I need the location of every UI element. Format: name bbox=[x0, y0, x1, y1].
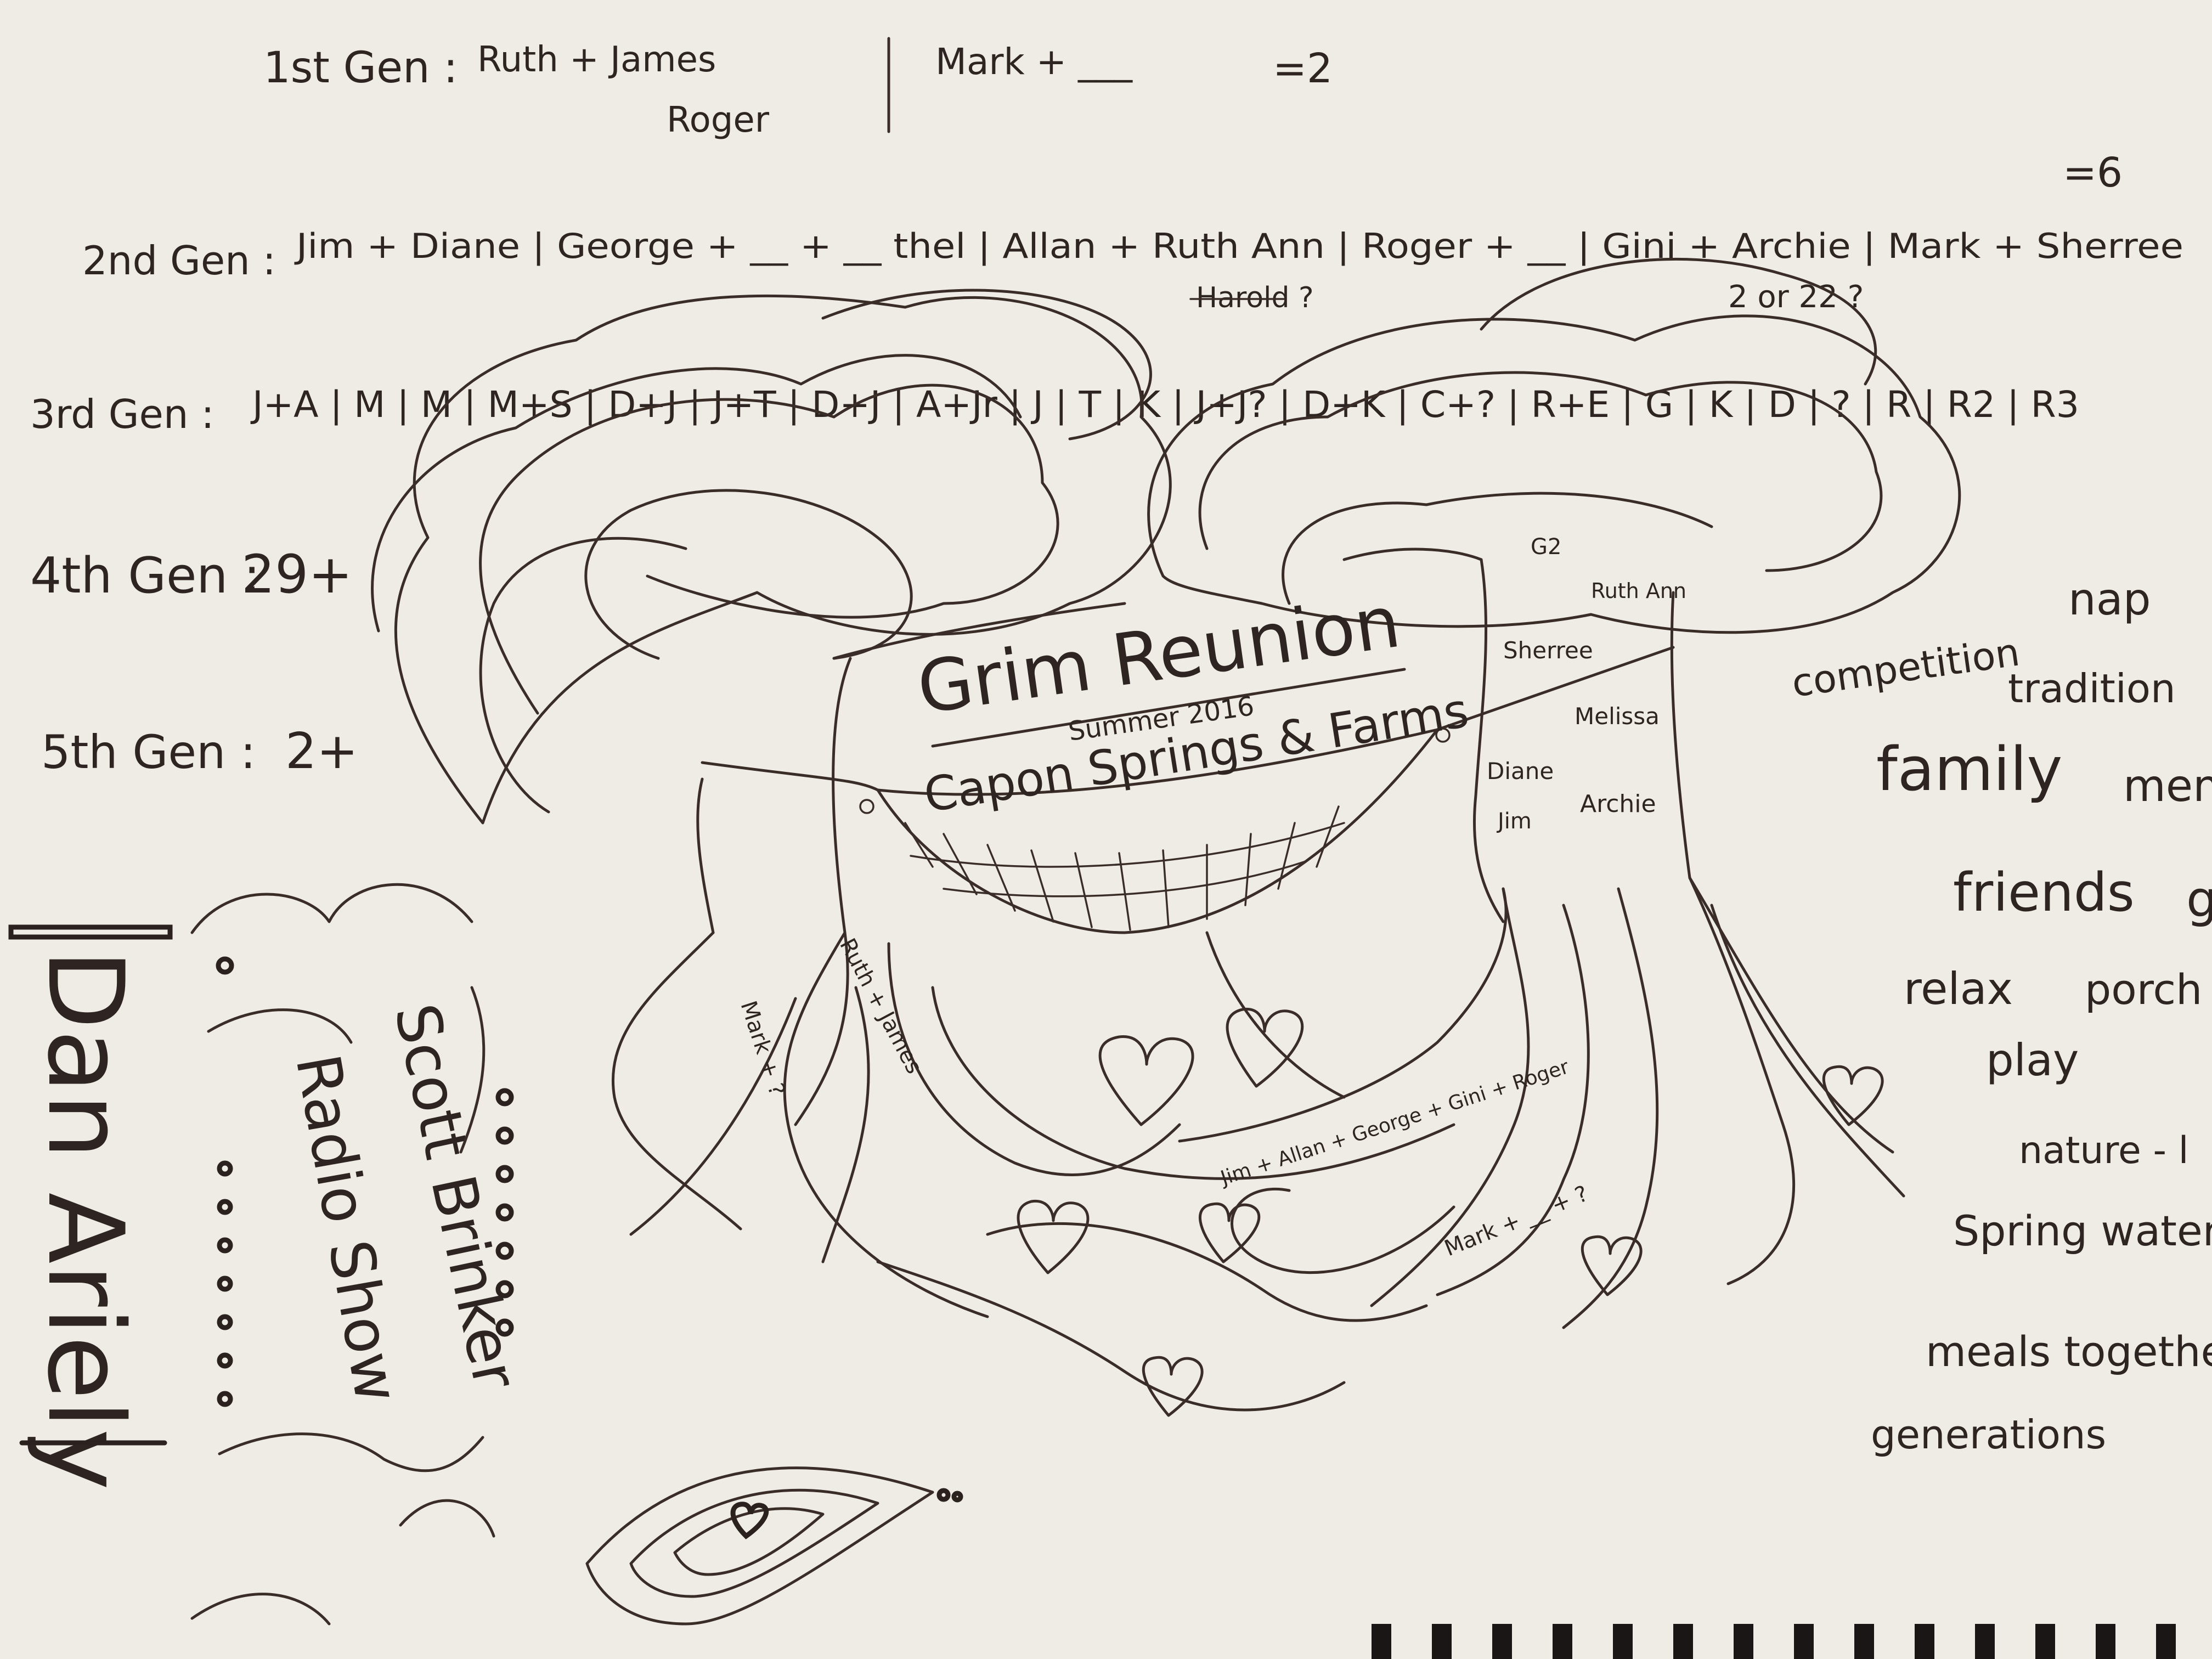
trunk-name: G2 bbox=[1531, 534, 1561, 560]
word: relax bbox=[1904, 963, 2013, 1014]
generation-list: 1st Gen : Ruth + James Roger Mark + ___ … bbox=[30, 37, 2183, 780]
gen3-text: J+A | M | M | M+S | D+J | J+T | D+J | A+… bbox=[250, 383, 2079, 426]
root-label: Mark + ? bbox=[735, 998, 789, 1099]
gen4-label: 4th Gen : bbox=[30, 547, 260, 605]
trunk-name: Archie bbox=[1580, 790, 1656, 818]
crossed-out-note: Harold ? bbox=[1196, 281, 1314, 314]
gen4-text: 29+ bbox=[241, 544, 353, 605]
gen2-count: =6 bbox=[2063, 149, 2123, 196]
word-list: competition nap tradition family mem fri… bbox=[1789, 574, 2212, 1458]
gen5-text: 2+ bbox=[285, 723, 358, 780]
spiral-binding bbox=[1372, 1624, 2176, 1659]
word: generations bbox=[1871, 1412, 2106, 1458]
side-name-1: Dan Ariely bbox=[25, 949, 146, 1491]
side-art: Dan Ariely Scott Brinker Radio Show bbox=[8, 883, 531, 1626]
word: g bbox=[2186, 871, 2212, 928]
root-label: Ruth + James bbox=[834, 934, 927, 1078]
word: tradition bbox=[2008, 665, 2176, 712]
gen2-text: Jim + Diane | George + __ + __ thel | Al… bbox=[294, 226, 2183, 267]
word: nap bbox=[2068, 574, 2151, 625]
gen1-right: Mark + ___ bbox=[935, 41, 1133, 83]
gen1-count: =2 bbox=[1273, 45, 1333, 92]
tree-trunk bbox=[696, 548, 1691, 1126]
trunk-name: Melissa bbox=[1575, 703, 1660, 730]
heart-drop bbox=[585, 1466, 963, 1626]
word: nature - l bbox=[2019, 1129, 2189, 1172]
word: friends bbox=[1953, 862, 2135, 923]
side-name-3: Radio Show bbox=[282, 1049, 412, 1407]
gen1-text: Ruth + James bbox=[477, 40, 716, 80]
trunk-name: Sherree bbox=[1503, 637, 1593, 664]
trunk-name: Ruth Ann bbox=[1591, 579, 1686, 603]
question-note: 2 or 22 ? bbox=[1728, 279, 1864, 315]
word: meals together bbox=[1926, 1327, 2212, 1376]
word: competition bbox=[1789, 629, 2022, 706]
canopy-scribbles bbox=[371, 257, 1961, 825]
gen1-sub: Roger bbox=[667, 100, 770, 140]
gen5-label: 5th Gen : bbox=[41, 725, 256, 779]
hammock bbox=[701, 646, 1675, 934]
word: porch bbox=[2085, 965, 2202, 1014]
gen3-label: 3rd Gen : bbox=[30, 391, 215, 437]
word: family bbox=[1876, 734, 2063, 804]
trunk-names: G2 Ruth Ann Sherree Melissa Diane Archie… bbox=[1487, 534, 1686, 834]
word: mem bbox=[2123, 760, 2212, 811]
trunk-name: Diane bbox=[1487, 758, 1554, 785]
gen1-label: 1st Gen : bbox=[263, 43, 458, 93]
gen2-label: 2nd Gen : bbox=[82, 238, 276, 284]
title-underline bbox=[931, 668, 1406, 748]
word: play bbox=[1986, 1035, 2079, 1086]
trunk-name: Jim bbox=[1496, 809, 1532, 834]
roots bbox=[611, 876, 1905, 1417]
word: Spring water bbox=[1953, 1206, 2212, 1255]
